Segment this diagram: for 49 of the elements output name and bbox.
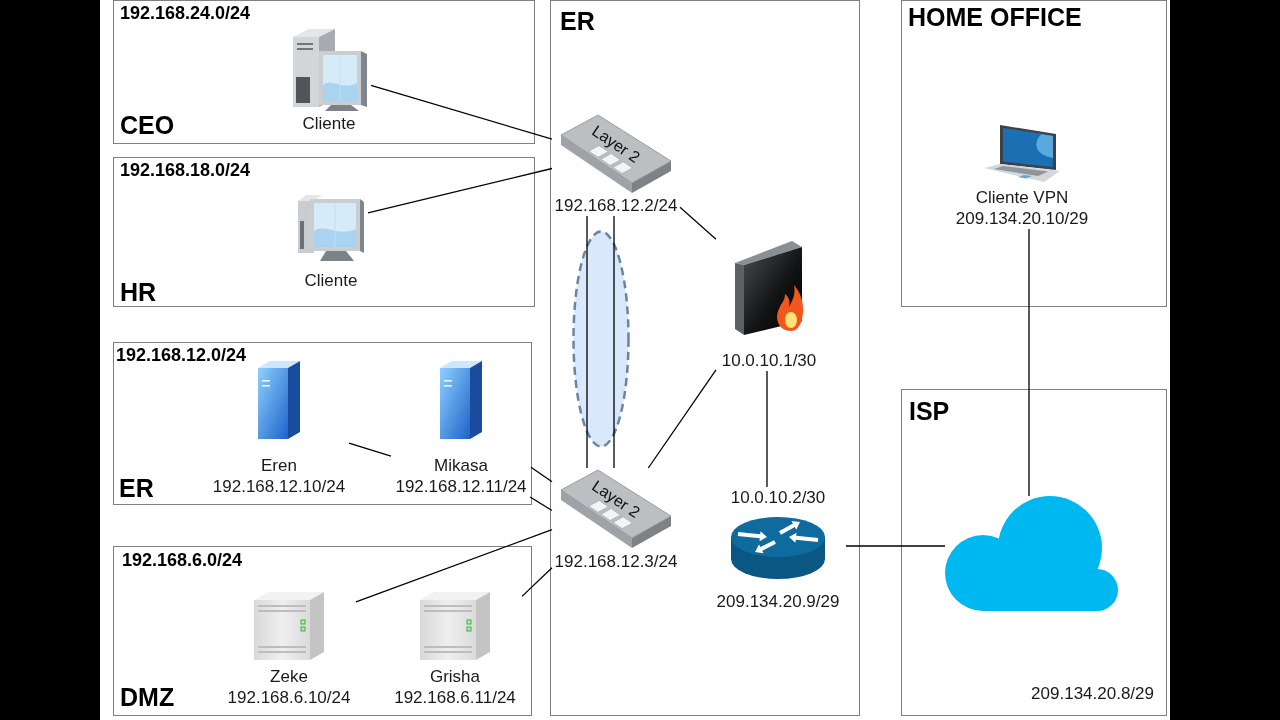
ip-address: 209.134.20.9/29	[716, 591, 840, 612]
zone-box	[113, 546, 532, 716]
network-link	[766, 370, 768, 488]
network-link	[530, 466, 553, 483]
zone-box	[113, 342, 532, 505]
zone-title: CEO	[120, 111, 175, 140]
device-name: Eren	[261, 455, 297, 476]
ip-address: 10.0.10.1/30	[721, 350, 817, 371]
device-name: Cliente	[304, 270, 358, 291]
device-name: Mikasa	[434, 455, 488, 476]
subnet-label: 192.168.18.0/24	[120, 160, 251, 181]
ip-address: 192.168.12.10/24	[212, 476, 346, 497]
ip-address: 10.0.10.2/30	[730, 487, 826, 508]
device-name: Zeke	[270, 666, 308, 687]
subnet-label: 192.168.24.0/24	[120, 3, 251, 24]
zone-title: ISP	[909, 397, 950, 426]
ip-address: 209.134.20.10/29	[955, 208, 1089, 229]
device-name: Cliente	[302, 113, 356, 134]
zone-box	[113, 157, 535, 307]
network-link	[529, 496, 553, 512]
subnet-label: 192.168.12.0/24	[116, 345, 247, 366]
zone-title: DMZ	[120, 683, 175, 712]
subnet-label: 192.168.6.0/24	[122, 550, 243, 571]
subnet-label: 209.134.20.8/29	[1031, 683, 1154, 704]
network-link	[613, 215, 615, 469]
network-link	[586, 215, 588, 469]
device-name: Grisha	[429, 666, 481, 687]
network-link	[521, 567, 553, 598]
network-link	[355, 529, 553, 603]
zone-box	[901, 389, 1167, 716]
ip-address: 192.168.12.3/24	[554, 551, 678, 572]
ip-address: 192.168.6.10/24	[227, 687, 351, 708]
device-name: Cliente VPN	[975, 187, 1069, 208]
network-link	[679, 206, 717, 240]
zone-title: ER	[119, 474, 154, 503]
network-link	[1028, 228, 1030, 497]
ip-address: 192.168.12.11/24	[395, 476, 527, 497]
network-link	[348, 442, 392, 457]
zone-box	[901, 0, 1167, 307]
network-link	[845, 545, 946, 547]
zone-title: HOME OFFICE	[908, 3, 1082, 32]
cloud-shape	[945, 496, 1119, 611]
zone-title: ER	[560, 7, 595, 36]
zone-box	[113, 0, 535, 144]
ip-address: 192.168.12.2/24	[554, 195, 678, 216]
ip-address: 192.168.6.11/24	[394, 687, 516, 708]
zone-box	[550, 0, 860, 716]
network-link	[647, 369, 717, 469]
zone-title: HR	[120, 278, 157, 307]
